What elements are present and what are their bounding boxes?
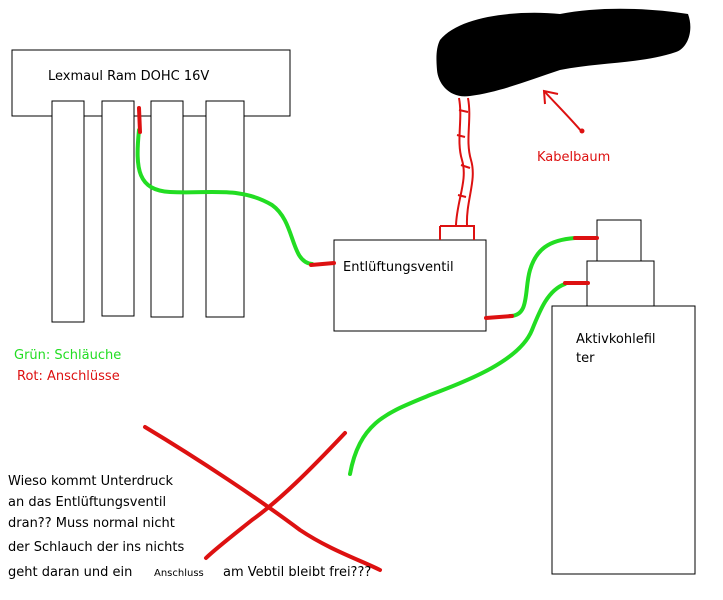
valve-label: Entlüftungsventil	[343, 260, 454, 275]
note-line-3: dran?? Muss normal nicht	[8, 516, 175, 531]
filter-label-line2: ter	[576, 351, 595, 366]
hose-loose	[348, 281, 590, 476]
intake-manifold: Lexmaul Ram DOHC 16V	[11, 49, 291, 323]
legend-green: Grün: Schläuche	[14, 348, 121, 363]
note-line-1: Wieso kommt Unterdruck	[8, 474, 174, 489]
filter-top-nozzle	[596, 219, 642, 267]
filter-body	[551, 305, 696, 575]
runner-3	[150, 100, 184, 318]
filter-label-line1: Aktivkohlefil	[576, 332, 656, 347]
runner-4	[205, 100, 245, 318]
hose-manifold-to-valve	[135, 106, 336, 267]
harness-pointer-arrow	[544, 91, 583, 133]
filter-shoulder	[586, 260, 655, 308]
manifold-label: Lexmaul Ram DOHC 16V	[48, 69, 209, 84]
note-line-5-small: Anschluss	[154, 568, 204, 579]
note-line-5b: am Vebtil bleibt frei???	[223, 565, 371, 580]
harness-blob	[436, 8, 691, 97]
runner-2	[101, 100, 135, 317]
connector-valve-inlet	[309, 261, 336, 267]
purge-valve: Entlüftungsventil	[333, 239, 487, 332]
runner-1	[51, 100, 85, 323]
note-line-5a: geht daran und ein	[8, 565, 132, 580]
harness-label: Kabelbaum	[537, 150, 610, 165]
legend: Grün: Schläuche Rot: Anschlüsse	[14, 348, 121, 384]
arrow-tail-dot	[579, 128, 585, 134]
legend-red: Rot: Anschlüsse	[17, 369, 120, 384]
harness-wires	[439, 97, 475, 240]
note-line-4: der Schlauch der ins nichts	[8, 540, 185, 555]
hose-valve-to-filter	[484, 236, 599, 320]
arrow-head	[542, 89, 559, 105]
red-cross	[143, 425, 382, 572]
note-line-2: an das Entlüftungsventil	[8, 495, 166, 510]
connector-manifold	[137, 106, 142, 134]
charcoal-filter: Aktivkohlefil ter	[551, 219, 696, 575]
question-note: Wieso kommt Unterdruck an das Entlüftung…	[8, 474, 371, 580]
valve-body	[333, 239, 487, 332]
wiring-harness: Kabelbaum	[436, 8, 691, 165]
connector-valve-outlet	[484, 314, 514, 320]
